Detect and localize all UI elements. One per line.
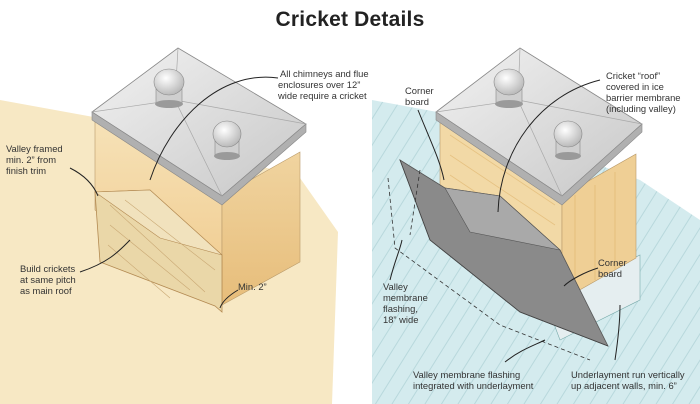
label-underlayment-line: up adjacent walls, min. 6” <box>571 380 677 391</box>
label-corner-top-line: Corner <box>405 85 434 96</box>
right-valley-dashed <box>387 169 591 361</box>
diagram-title: Cricket Details <box>275 8 425 31</box>
left-flue-cap-2 <box>212 120 242 160</box>
label-integrated-line: Valley membrane flashing <box>413 369 520 380</box>
label-cricket-roof-line: barrier membrane <box>606 92 681 103</box>
leader-min2 <box>219 289 239 309</box>
label-min2: Min. 2” <box>238 281 267 292</box>
label-chimney-line: enclosures over 12” <box>278 79 360 90</box>
label-cricket-roof-line: covered in ice <box>606 81 664 92</box>
label-underlayment-line: Underlayment run vertically <box>571 369 685 380</box>
label-valley-framed-line: finish trim <box>6 165 46 176</box>
label-corner-top-line: board <box>405 96 429 107</box>
label-chimney-line: wide require a cricket <box>277 90 367 101</box>
label-valley-flashing-line: flashing, <box>383 303 418 314</box>
leader-underlayment <box>614 304 621 361</box>
leader-valley-framed <box>69 167 99 197</box>
label-valley-framed-line: min. 2” from <box>6 154 56 165</box>
label-valley-flashing-line: membrane <box>383 292 428 303</box>
label-build-line: at same pitch <box>20 274 76 285</box>
right-illustration <box>372 47 700 404</box>
label-build-line: Build crickets <box>20 263 76 274</box>
left-illustration <box>0 47 338 404</box>
left-flue-cap-1 <box>153 68 185 108</box>
label-build-line: as main roof <box>20 285 72 296</box>
label-corner-right-line: Corner <box>598 257 627 268</box>
label-integrated-line: integrated with underlayment <box>413 380 534 391</box>
label-valley-framed-line: Valley framed <box>6 143 63 154</box>
label-corner-right-line: board <box>598 268 622 279</box>
label-valley-flashing-line: Valley <box>383 281 408 292</box>
label-min2-line: Min. 2” <box>238 281 267 292</box>
right-flue-cap-2 <box>553 120 583 160</box>
leader-corner-top <box>417 109 445 181</box>
label-cricket-roof-line: Cricket “roof” <box>606 70 660 81</box>
label-valley-flashing-line: 18” wide <box>383 314 418 325</box>
svg-text:Min. 2”: Min. 2” <box>238 281 267 292</box>
right-flue-cap-1 <box>493 68 525 108</box>
label-cricket-roof-line: (including valley) <box>606 103 676 114</box>
leader-build <box>79 239 131 273</box>
leader-cricket-roof <box>497 79 601 213</box>
leader-integrated <box>504 339 546 363</box>
leader-corner-right <box>563 267 599 287</box>
leader-chimney <box>149 76 279 181</box>
leader-valley-flashing <box>389 239 403 281</box>
label-chimney-line: All chimneys and flue <box>280 68 369 79</box>
